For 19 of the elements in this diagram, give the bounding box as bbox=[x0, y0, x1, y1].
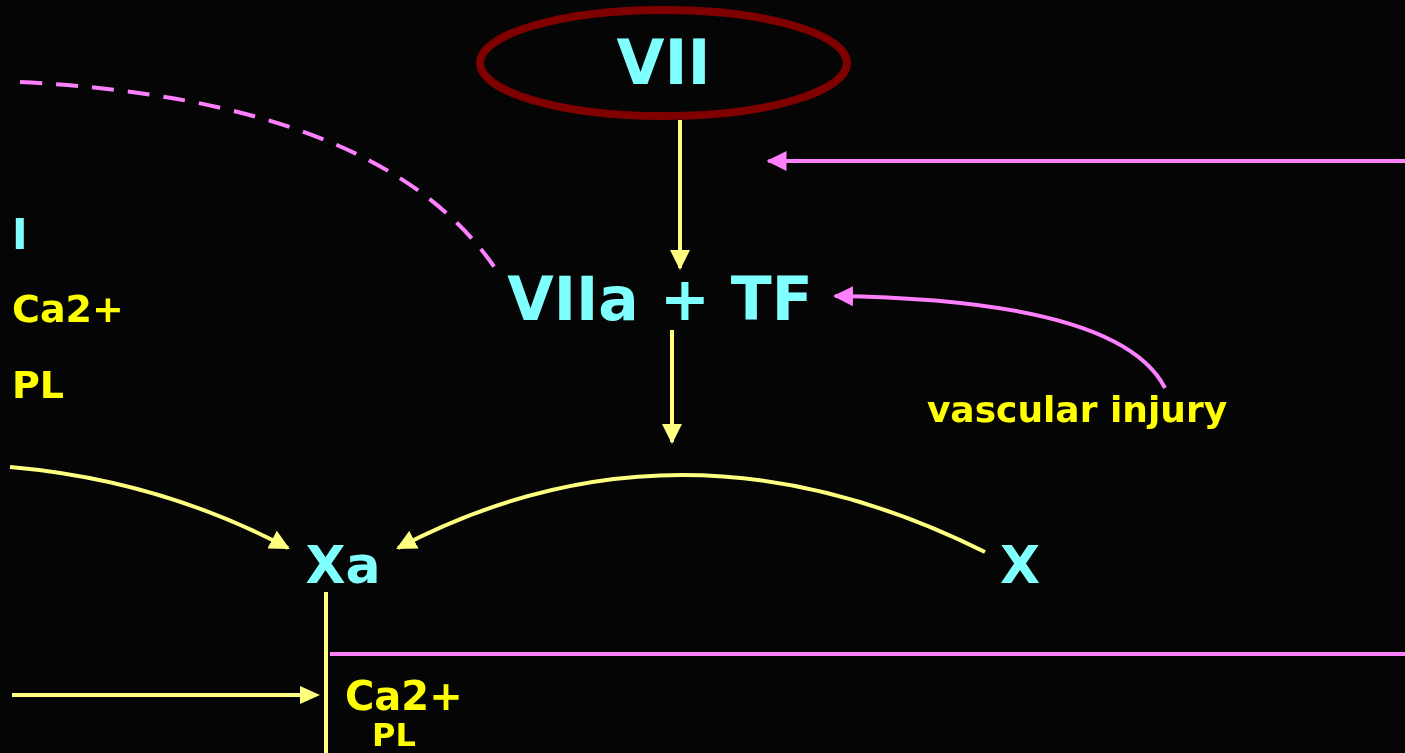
arrow bbox=[662, 330, 682, 444]
arrow bbox=[766, 151, 1405, 171]
trigger-label: vascular injury bbox=[926, 392, 1228, 428]
factor-label: VII bbox=[616, 32, 711, 94]
factor-label: I bbox=[12, 214, 28, 256]
factor-label: VIIa + TF bbox=[507, 269, 813, 329]
arrow bbox=[9, 465, 290, 550]
factor-ellipse bbox=[476, 6, 851, 120]
arrow bbox=[396, 473, 986, 554]
factor-label: X bbox=[999, 539, 1041, 591]
connector-line bbox=[324, 592, 328, 753]
arrow bbox=[833, 286, 1167, 390]
cofactor-label: Ca2+ bbox=[12, 290, 124, 328]
factor-label: Xa bbox=[305, 539, 381, 591]
cofactor-label: PL bbox=[372, 719, 416, 751]
arrow bbox=[670, 120, 690, 270]
connector-line bbox=[19, 80, 497, 270]
cofactor-label: Ca2+ bbox=[345, 676, 463, 716]
cofactor-label: PL bbox=[12, 366, 65, 404]
